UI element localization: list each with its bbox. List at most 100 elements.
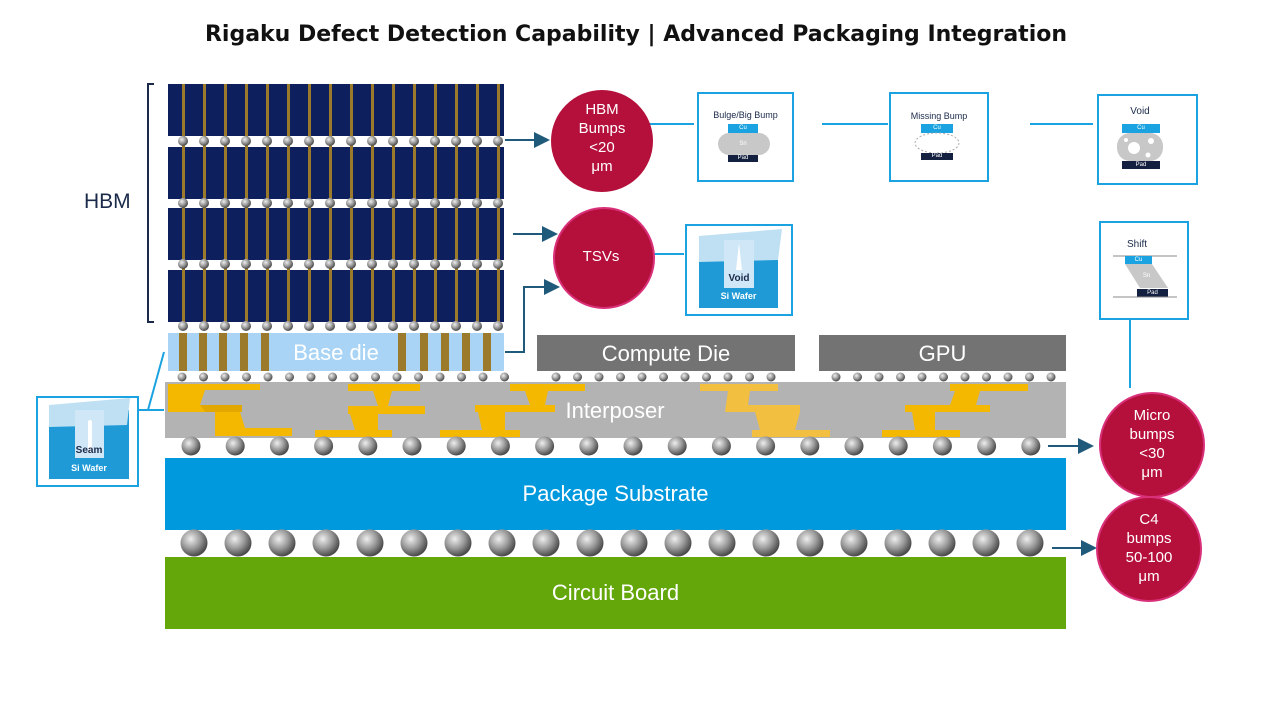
- hbm-bump: [304, 198, 314, 208]
- hbm-bump: [367, 198, 377, 208]
- hbm-bump: [178, 136, 188, 146]
- micro-bump: [702, 372, 711, 382]
- hbm-bump: [472, 259, 482, 269]
- micro-bump: [896, 372, 905, 382]
- micro-bump: [659, 372, 668, 382]
- hbm-bumps-line-4: μm: [591, 158, 613, 175]
- micro-bump: [457, 372, 466, 382]
- hbm-bump: [304, 321, 314, 331]
- hbm-bump: [304, 136, 314, 146]
- shift-card: [1099, 221, 1189, 320]
- micro-bump: [939, 372, 948, 382]
- hbm-bump: [220, 259, 230, 269]
- interposer-bump: [535, 436, 555, 456]
- hbm-bump: [472, 136, 482, 146]
- c4-bumps-callout: C4 bumps 50-100 μm: [1097, 510, 1201, 586]
- interposer-bump: [1021, 436, 1041, 456]
- tsv-void-card: [685, 224, 793, 316]
- interposer-bump: [623, 436, 643, 456]
- hbm-bump: [409, 259, 419, 269]
- circuit-board: [165, 557, 1066, 629]
- hbm-bump: [283, 136, 293, 146]
- c4-bump: [180, 529, 208, 557]
- hbm-bumps-line-2: Bumps: [578, 120, 626, 137]
- micro-bump: [616, 372, 625, 382]
- interposer-label: Interposer: [565, 398, 665, 423]
- shift-cu: Cu: [1134, 257, 1143, 263]
- micro-bump: [328, 372, 337, 382]
- void-cu: Cu: [1137, 125, 1145, 131]
- compute-die: [537, 335, 795, 371]
- hbm-bump: [346, 321, 356, 331]
- c4-bump: [400, 529, 428, 557]
- micro-bump: [637, 372, 647, 382]
- micro-bumps-line-1: Micro: [1133, 407, 1171, 424]
- hbm-bump: [199, 136, 209, 146]
- interposer-bump: [756, 436, 776, 456]
- hbm-label: HBM: [84, 190, 131, 213]
- package-substrate: [165, 458, 1066, 530]
- compute-die-label: Compute Die: [601, 341, 731, 366]
- hbm-bump: [178, 198, 188, 208]
- hbm-bump: [430, 198, 440, 208]
- package-substrate-label: Package Substrate: [522, 481, 709, 506]
- hbm-bump: [262, 321, 272, 331]
- tsvs-line-1: TSVs: [582, 248, 620, 265]
- base-die-pillar: [219, 333, 227, 371]
- bulge-cu: Cu: [739, 125, 747, 131]
- interposer-bump: [977, 436, 997, 456]
- hbm-die-4: [168, 270, 504, 322]
- micro-bump: [199, 372, 208, 382]
- hbm-bump: [199, 198, 209, 208]
- hbm-bump: [493, 198, 503, 208]
- hbm-bump: [241, 136, 251, 146]
- bulge-pad: Pad: [737, 155, 749, 161]
- c4-bump: [620, 529, 648, 557]
- void-title: Void: [1130, 106, 1150, 117]
- micro-bumps-line-4: μm: [1141, 464, 1163, 481]
- micro-bump: [349, 372, 359, 382]
- hbm-bump-rows: [178, 136, 503, 331]
- base-die-label: Base die: [293, 340, 379, 365]
- shift-title: Shift: [1126, 239, 1147, 250]
- interposer-bump: [225, 436, 245, 456]
- c4-bump-row: [180, 529, 1044, 557]
- interposer-bump: [490, 436, 510, 456]
- missing-title: Missing Bump: [910, 111, 968, 121]
- micro-bump: [573, 372, 582, 382]
- c4-bump: [796, 529, 824, 557]
- connectors: [505, 132, 1097, 556]
- micro-bump: [960, 372, 970, 382]
- c4-bumps-line-3: 50-100: [1125, 549, 1173, 566]
- hbm-bracket: [147, 83, 154, 323]
- interposer-wiring: [168, 384, 1028, 437]
- hbm-bump: [220, 136, 230, 146]
- hbm-die-3: [168, 208, 504, 260]
- micro-bump: [242, 372, 251, 382]
- base-die-pillar: [199, 333, 207, 371]
- missing-cu: Cu: [933, 125, 941, 131]
- hbm-die-1: [168, 84, 504, 136]
- hbm-bump: [325, 136, 335, 146]
- bulge-title: Bulge/Big Bump: [713, 110, 778, 120]
- hbm-bump: [325, 198, 335, 208]
- c4-bump: [1016, 529, 1044, 557]
- c4-bump: [928, 529, 956, 557]
- interposer-bump: [446, 436, 466, 456]
- hbm-bumps-line-3: <20: [589, 139, 615, 156]
- base-die-pillar: [483, 333, 491, 371]
- micro-bump-row: [177, 372, 1056, 382]
- hbm-bumps-callout-circle: [551, 90, 653, 192]
- micro-bump: [551, 372, 561, 382]
- micro-bumps-line-2: bumps: [1129, 426, 1175, 443]
- seam-label: Seam: [75, 445, 103, 456]
- c4-bumps-line-1: C4: [1139, 511, 1159, 528]
- micro-bump: [220, 372, 230, 382]
- hbm-bump: [346, 198, 356, 208]
- hbm-bump: [325, 321, 335, 331]
- micro-bump: [500, 372, 509, 382]
- micro-bump: [831, 372, 841, 382]
- hbm-bumps-line-1: HBM: [585, 101, 619, 118]
- hbm-bump: [430, 321, 440, 331]
- hbm-bump: [262, 136, 272, 146]
